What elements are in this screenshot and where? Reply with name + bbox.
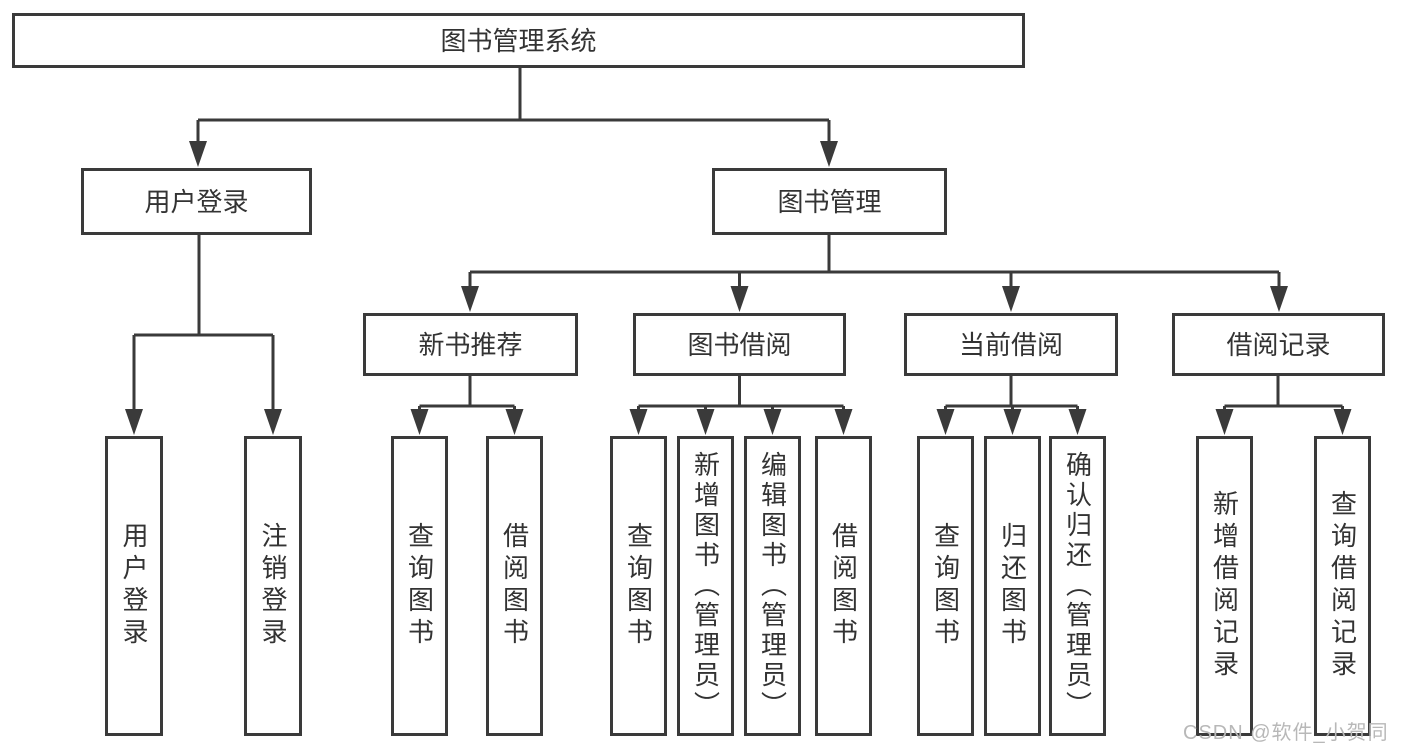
node-book-management: 图书管理 — [712, 168, 947, 235]
leaf-add-books-admin: 新增图书（管理员） — [677, 436, 734, 736]
leaf-borrow-query-books: 查询图书 — [610, 436, 667, 736]
node-new-book-recommend: 新书推荐 — [363, 313, 578, 376]
node-system-root: 图书管理系统 — [12, 13, 1025, 68]
leaf-query-borrow-record: 查询借阅记录 — [1314, 436, 1371, 736]
csdn-watermark: CSDN @软件_小贺同学 — [1183, 722, 1389, 744]
connector-records-to-leaves — [1223, 376, 1344, 412]
connector-root-to-level2 — [196, 68, 831, 144]
leaf-logout: 注销登录 — [244, 436, 302, 736]
leaf-edit-books-admin: 编辑图书（管理员） — [744, 436, 801, 736]
connector-borrow-to-leaves — [637, 376, 845, 412]
node-current-borrow: 当前借阅 — [904, 313, 1118, 376]
leaf-user-login: 用户登录 — [105, 436, 163, 736]
leaf-recommend-borrow-books: 借阅图书 — [486, 436, 543, 736]
leaf-borrow-books: 借阅图书 — [815, 436, 872, 736]
connector-mgmt-to-level3 — [468, 235, 1281, 290]
leaf-add-borrow-record: 新增借阅记录 — [1196, 436, 1253, 736]
node-user-login: 用户登录 — [81, 168, 312, 235]
leaf-confirm-return-admin: 确认归还（管理员） — [1049, 436, 1106, 736]
connector-login-to-leaves — [132, 235, 275, 412]
connector-recommend-to-leaves — [418, 376, 516, 412]
node-borrow-records: 借阅记录 — [1172, 313, 1385, 376]
connector-current-to-leaves — [944, 376, 1079, 412]
leaf-recommend-query-books: 查询图书 — [391, 436, 448, 736]
node-book-borrow: 图书借阅 — [633, 313, 846, 376]
leaf-current-query-books: 查询图书 — [917, 436, 974, 736]
leaf-return-books: 归还图书 — [984, 436, 1041, 736]
